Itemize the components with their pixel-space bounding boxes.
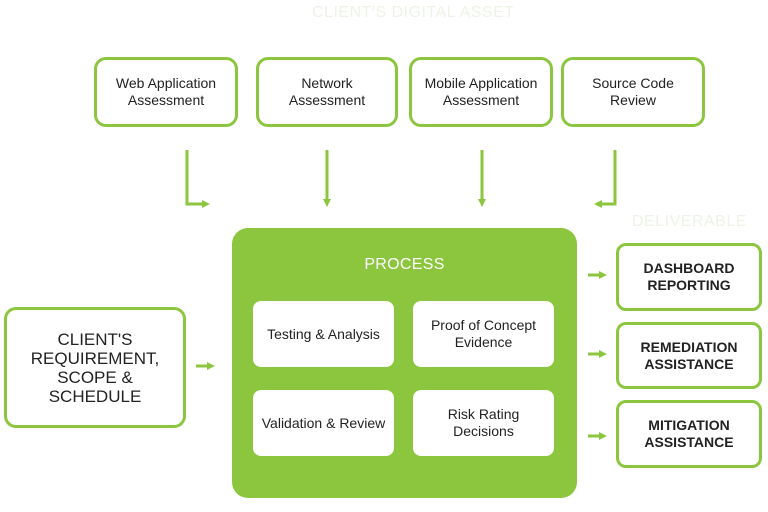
step-risk-rating: Risk Rating Decisions	[413, 390, 554, 456]
step-validation-review: Validation & Review	[253, 390, 394, 456]
step-label: Testing & Analysis	[267, 325, 380, 342]
asset-source-code: Source Code Review	[561, 57, 705, 127]
asset-label: Network Assessment	[288, 75, 366, 108]
asset-web-application: Web Application Assessment	[94, 57, 238, 127]
deliverable-mitigation-assistance: MITIGATION ASSISTANCE	[616, 400, 762, 468]
deliverable-label: DASHBOARD REPORTING	[643, 260, 735, 293]
process-block: PROCESS Testing & Analysis Proof of Conc…	[232, 228, 577, 498]
step-label: Proof of Concept Evidence	[430, 317, 537, 350]
asset-label: Source Code Review	[592, 75, 674, 108]
deliverable-dashboard-reporting: DASHBOARD REPORTING	[616, 243, 762, 311]
asset-label: Web Application Assessment	[115, 75, 217, 108]
deliverable-remediation-assistance: REMEDIATION ASSISTANCE	[616, 322, 762, 389]
step-label: Risk Rating Decisions	[447, 406, 520, 439]
arrow-web-to-process	[185, 150, 210, 208]
arrow-source-to-process	[594, 150, 617, 208]
deliverable-label: REMEDIATION ASSISTANCE	[640, 338, 738, 372]
deliverable-title: DELIVERABLE	[632, 213, 747, 230]
digital-asset-title: CLIENT'S DIGITAL ASSET	[312, 4, 515, 21]
step-testing-analysis: Testing & Analysis	[253, 301, 394, 367]
asset-network: Network Assessment	[256, 57, 398, 127]
client-requirement-label: CLIENT'S REQUIREMENT, SCOPE & SCHEDULE	[30, 329, 160, 406]
step-proof-of-concept: Proof of Concept Evidence	[413, 301, 554, 367]
asset-label: Mobile Application Assessment	[424, 75, 538, 108]
deliverable-label: MITIGATION ASSISTANCE	[644, 417, 734, 450]
process-title: PROCESS	[364, 256, 445, 273]
step-label: Validation & Review	[261, 414, 386, 431]
asset-mobile-application: Mobile Application Assessment	[409, 57, 553, 127]
client-requirement-box: CLIENT'S REQUIREMENT, SCOPE & SCHEDULE	[4, 307, 186, 428]
